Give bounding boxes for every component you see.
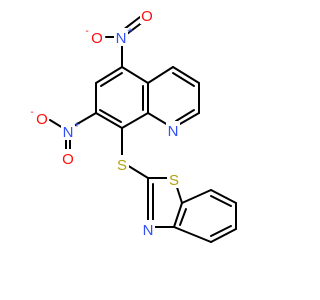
charge-plus: + bbox=[127, 26, 133, 37]
atom-label-s: S bbox=[117, 157, 127, 174]
bond-c6-c5-inner bbox=[100, 72, 123, 87]
atom-label-o: O bbox=[36, 111, 48, 128]
atom-thioether-s: S bbox=[115, 155, 129, 174]
atom-label-o: O bbox=[141, 8, 153, 25]
atom-label-n: N bbox=[63, 124, 74, 141]
bond-c5-c4-b-inner bbox=[210, 225, 232, 237]
atom-label-s: S bbox=[169, 172, 179, 189]
molecule-structure-diagram: O - N + O N O - N + O bbox=[30, 6, 237, 243]
bond-c2-n1-inner bbox=[175, 109, 195, 122]
atom-thiazole-s: S bbox=[167, 170, 181, 189]
atom-thiazole-n: N bbox=[141, 220, 155, 239]
bond-c4-c3 bbox=[172, 66, 200, 84]
charge-plus: + bbox=[74, 120, 80, 131]
bond-c7-n2 bbox=[71, 112, 97, 128]
bond-n1-o-right-b bbox=[122, 16, 141, 31]
atom-nitro2-n: N + bbox=[61, 120, 80, 141]
bond-c5-c4a bbox=[121, 66, 149, 84]
bond-c8a-c8 bbox=[121, 112, 149, 129]
bond-c7a-c7 bbox=[181, 189, 212, 204]
bond-c4-c3-inner bbox=[172, 72, 195, 87]
atom-label-o: O bbox=[91, 30, 103, 47]
bond-c4-c3a-b bbox=[173, 226, 212, 243]
bond-c7-c6-b-inner bbox=[210, 195, 232, 207]
atom-label-n: N bbox=[168, 123, 179, 140]
bond-c7a-c3a-inner bbox=[179, 208, 187, 226]
atom-label-layer: O - N + O N O - N + O bbox=[30, 6, 181, 239]
bond-c8-c7 bbox=[95, 112, 123, 129]
bond-c8-c7-inner bbox=[99, 109, 122, 123]
atom-nitro2-o-bottom: O bbox=[61, 149, 75, 168]
bond-c4a-c4 bbox=[147, 66, 174, 84]
atom-nitro1-o-left: O - bbox=[85, 26, 104, 47]
atom-nitro1-o-right: O bbox=[140, 6, 154, 25]
bond-c6-c5 bbox=[95, 66, 123, 84]
atom-label-n: N bbox=[116, 30, 127, 47]
charge-minus: - bbox=[85, 26, 88, 37]
bond-c7a-c3a bbox=[173, 202, 183, 228]
atom-nitro2-o-top: O - bbox=[30, 107, 49, 128]
atom-label-n: N bbox=[143, 222, 154, 239]
atom-label-o: O bbox=[62, 151, 74, 168]
bond-n2-o-top bbox=[49, 119, 64, 129]
atom-nitro1-n: N + bbox=[114, 26, 133, 47]
atom-quinoline-n: N bbox=[166, 121, 180, 140]
bond-layer bbox=[49, 16, 237, 243]
bond-c5-c4-b bbox=[210, 228, 237, 243]
charge-minus: - bbox=[30, 107, 33, 118]
bond-c7-c6-b bbox=[210, 189, 237, 204]
